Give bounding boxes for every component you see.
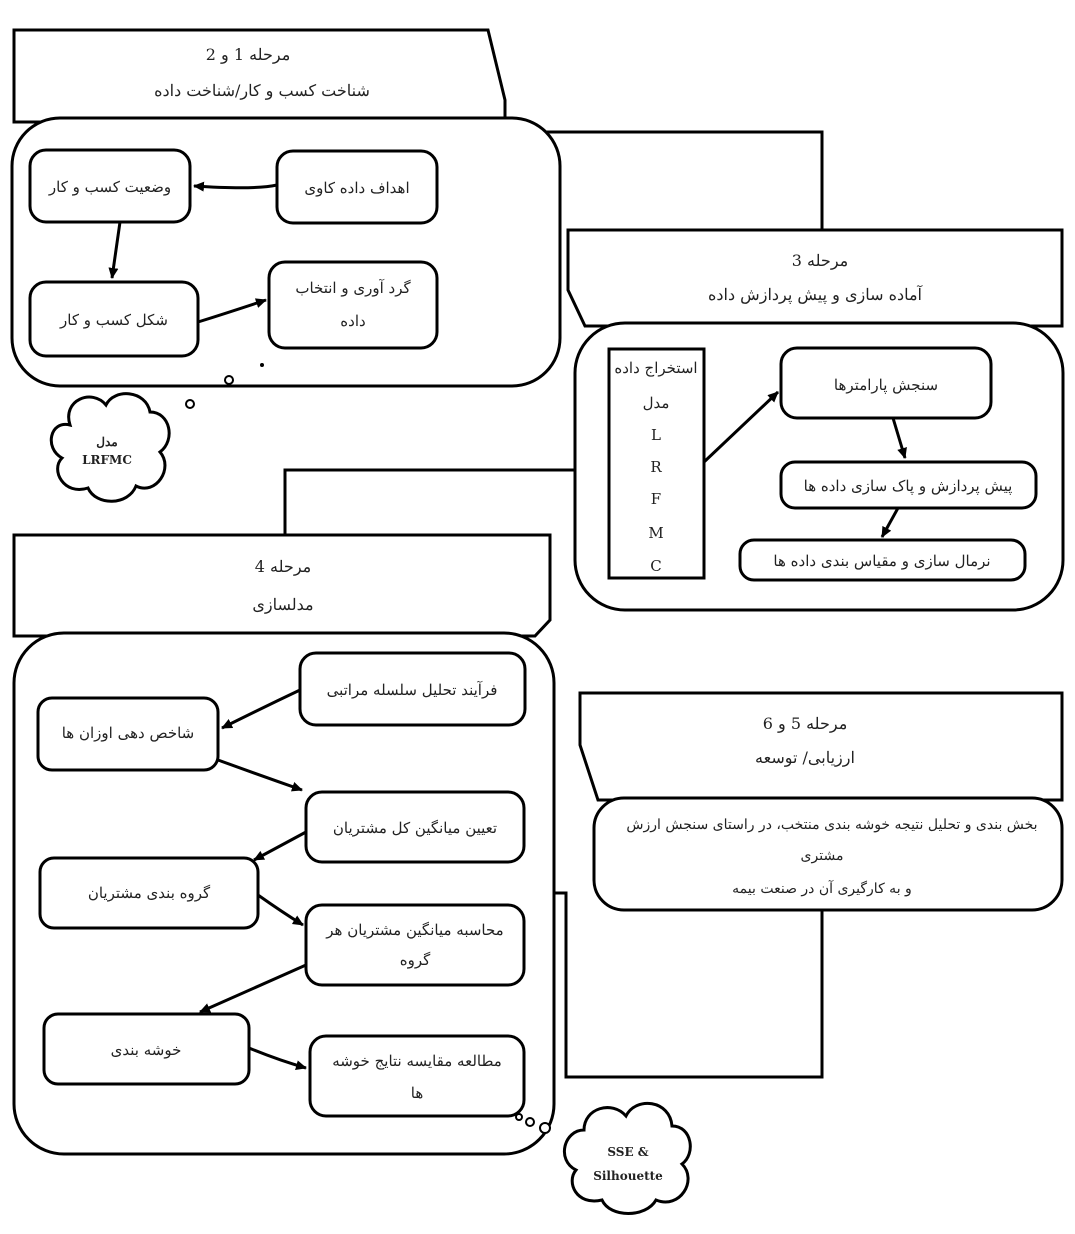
- extraction-title: استخراج داده: [614, 359, 697, 377]
- box-data-mining-goals: [275, 149, 439, 225]
- thought-bubble-medium: [185, 399, 195, 409]
- cloud-lrfmc-shape: [49, 392, 171, 503]
- box-customer-grouping: [38, 856, 260, 930]
- stage4-arrows: [199, 688, 307, 1071]
- box-business-situation: [28, 148, 192, 224]
- box-data-collection-label-1: گرد آوری و انتخاب: [295, 279, 411, 297]
- box-customer-grouping-label: گروه بندی مشتریان: [88, 884, 211, 902]
- box-preprocessing: [779, 460, 1038, 510]
- thought-bubble-large: [224, 375, 234, 385]
- stage12-header-banner: [12, 28, 507, 124]
- box-preprocessing-label: پیش پردازش و پاک سازی داده ها: [804, 477, 1013, 495]
- arrow-grouping-to-mean-group: [257, 893, 304, 927]
- arrow-form-to-collection: [197, 298, 267, 324]
- stage3-arrows: [702, 390, 907, 538]
- stage12-header-line1: مرحله 1 و 2: [206, 45, 291, 64]
- cloud-lrfmc-line2: LRFMC: [82, 453, 132, 467]
- arrow-params-to-preprocess: [891, 417, 907, 459]
- extraction-model: مدل: [643, 394, 670, 412]
- box-cluster-comparison-label-2: ها: [411, 1084, 424, 1102]
- box-weighting: [36, 696, 220, 772]
- arrow-clustering-to-comparison: [248, 1046, 307, 1071]
- box-ahp: [298, 651, 527, 727]
- stage4-header-line2: مدلسازی: [252, 595, 313, 614]
- stage-connectors: [283, 130, 824, 1079]
- box-ahp-label: فرآیند تحلیل سلسله مراتبی: [327, 681, 498, 699]
- stage12-header-line2: شناخت کسب و کار/شناخت داده: [154, 81, 370, 100]
- cloud-sse-line1: SSE &: [607, 1145, 648, 1159]
- stage56-group: مرحله 5 و 6 ارزیابی/ توسعه بخش بندی و تح…: [578, 691, 1064, 912]
- box-weighting-label: شاخص دهی اوزان ها: [62, 724, 195, 742]
- box-cluster-comparison-label-1: مطالعه مقایسه نتایج خوشه: [332, 1052, 502, 1070]
- box-business-situation-label: وضعیت کسب و کار: [48, 178, 171, 196]
- stage56-header-line1: مرحله 5 و 6: [763, 714, 848, 733]
- box-parameter-measurement-label: سنجش پارامترها: [834, 376, 938, 394]
- box-data-extraction: [607, 347, 706, 580]
- extraction-letter-l: L: [651, 426, 661, 444]
- stage3-header-banner: [566, 228, 1064, 328]
- stage4-header-banner: [12, 533, 552, 638]
- extraction-letter-r: R: [650, 458, 662, 476]
- box-mean-all: [304, 790, 526, 864]
- arrow-mean-all-to-grouping: [253, 830, 307, 862]
- box-cluster-comparison: [308, 1034, 526, 1118]
- box-parameter-measurement: [779, 346, 993, 420]
- stage3-header-line1: مرحله 3: [792, 251, 848, 270]
- box-clustering-label: خوشه بندی: [111, 1041, 182, 1059]
- stage4-group: مرحله 4 مدلسازی فرآیند تحلیل سلسله مراتب…: [12, 533, 556, 1156]
- cloud-lrfmc: مدل LRFMC: [49, 392, 171, 503]
- dot-small: [260, 363, 264, 367]
- stage3-header-line2: آماده سازی و پیش پردازش داده: [708, 284, 924, 304]
- box-mean-per-group-label-2: گروه: [400, 951, 431, 969]
- thought-bubble-mid: [525, 1117, 535, 1127]
- cloud-lrfmc-line1: مدل: [96, 435, 117, 449]
- arrow-situation-to-form: [108, 221, 122, 279]
- arrow-ahp-to-weighting: [221, 688, 301, 730]
- thought-bubble-small: [515, 1113, 523, 1121]
- box-mean-all-label: تعیین میانگین کل مشتریان: [333, 819, 497, 837]
- stage56-body-line2: مشتری: [801, 848, 844, 864]
- arrow-preprocess-to-normalize: [880, 507, 900, 538]
- stage56-header-line2: ارزیابی/ توسعه: [755, 748, 855, 767]
- connector-stage4-to-stage56: [550, 891, 824, 1079]
- stage3-group: مرحله 3 آماده سازی و پیش پردازش داده است…: [566, 228, 1065, 612]
- arrow-mean-group-to-clustering: [199, 963, 307, 1014]
- box-normalization: [738, 538, 1027, 582]
- stage56-body-line1: بخش بندی و تحلیل نتیجه خوشه بندی منتخب، …: [626, 817, 1037, 833]
- box-normalization-label: نرمال سازی و مقیاس بندی داده ها: [773, 552, 990, 570]
- box-business-form-label: شکل کسب و کار: [59, 311, 168, 329]
- box-business-form: [28, 280, 200, 358]
- stage12-arrows: [108, 181, 278, 324]
- thought-bubble-big: [539, 1122, 551, 1134]
- cloud-sse: SSE & Silhouette: [563, 1101, 692, 1215]
- box-mean-per-group-label-1: محاسبه میانگین مشتریان هر: [325, 921, 503, 939]
- stage12-group: مرحله 1 و 2 شناخت کسب و کار/شناخت داده ا…: [10, 28, 562, 409]
- box-data-mining-goals-label: اهداف داده کاوی: [304, 179, 409, 197]
- extraction-letter-f: F: [651, 490, 661, 508]
- box-mean-per-group: [304, 903, 526, 987]
- stage56-header-banner: [578, 691, 1064, 802]
- stage56-container: [592, 796, 1064, 912]
- extraction-letter-c: C: [650, 557, 661, 575]
- cloud-sse-shape: [563, 1101, 692, 1215]
- stage4-header-line1: مرحله 4: [255, 557, 311, 576]
- box-data-collection: [267, 260, 439, 350]
- extraction-letter-m: M: [648, 524, 663, 542]
- connector-stage12-to-stage3: [505, 130, 824, 232]
- stage56-body-line3: و به کارگیری آن در صنعت بیمه: [732, 879, 912, 897]
- arrow-extraction-to-params: [702, 390, 780, 464]
- box-data-collection-label-2: داده: [340, 312, 365, 330]
- connector-stage3-to-stage4: [283, 468, 578, 538]
- arrow-goals-to-situation: [193, 181, 278, 192]
- cloud-sse-line2: Silhouette: [593, 1169, 663, 1183]
- arrow-weighting-to-mean-all: [217, 758, 303, 792]
